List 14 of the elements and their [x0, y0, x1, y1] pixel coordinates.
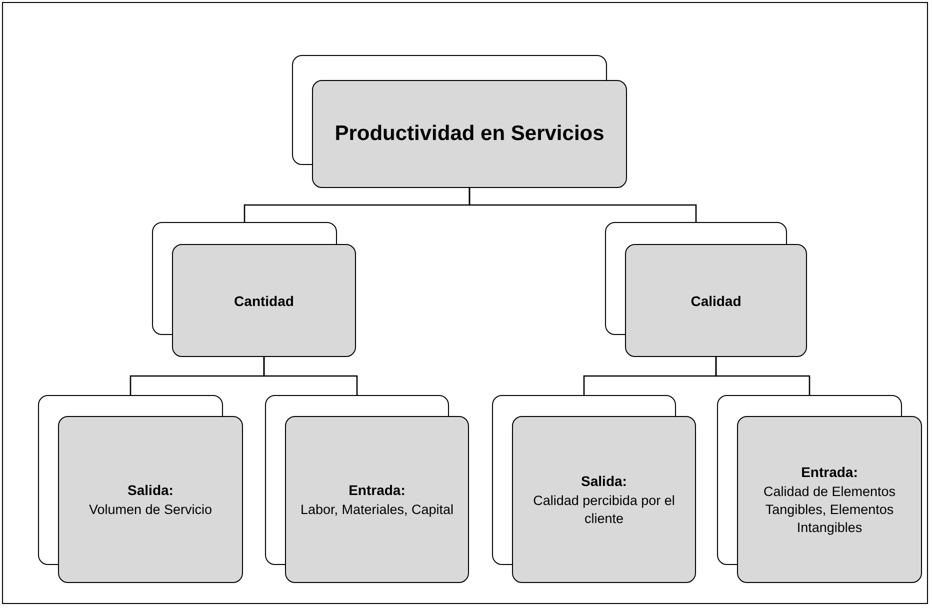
connector-line [468, 188, 697, 222]
box-title: Productividad en Servicios [334, 121, 604, 147]
box-title: Calidad [690, 292, 742, 310]
box-title: Cantidad [234, 292, 294, 310]
box-title: Entrada: [801, 462, 858, 480]
box-title: Salida: [128, 480, 174, 498]
box-text: Labor, Materiales, Capital [300, 500, 454, 518]
connector-line [263, 357, 358, 395]
box-title: Salida: [581, 472, 627, 490]
box-text: Volumen de Servicio [88, 500, 212, 518]
connector-line [715, 357, 810, 395]
box-title: Entrada: [348, 480, 406, 498]
box-text: Calidad percibida por el cliente [532, 492, 676, 528]
box-text: Calidad de Elementos Tangibles, Elementos Intangibles [762, 482, 897, 536]
